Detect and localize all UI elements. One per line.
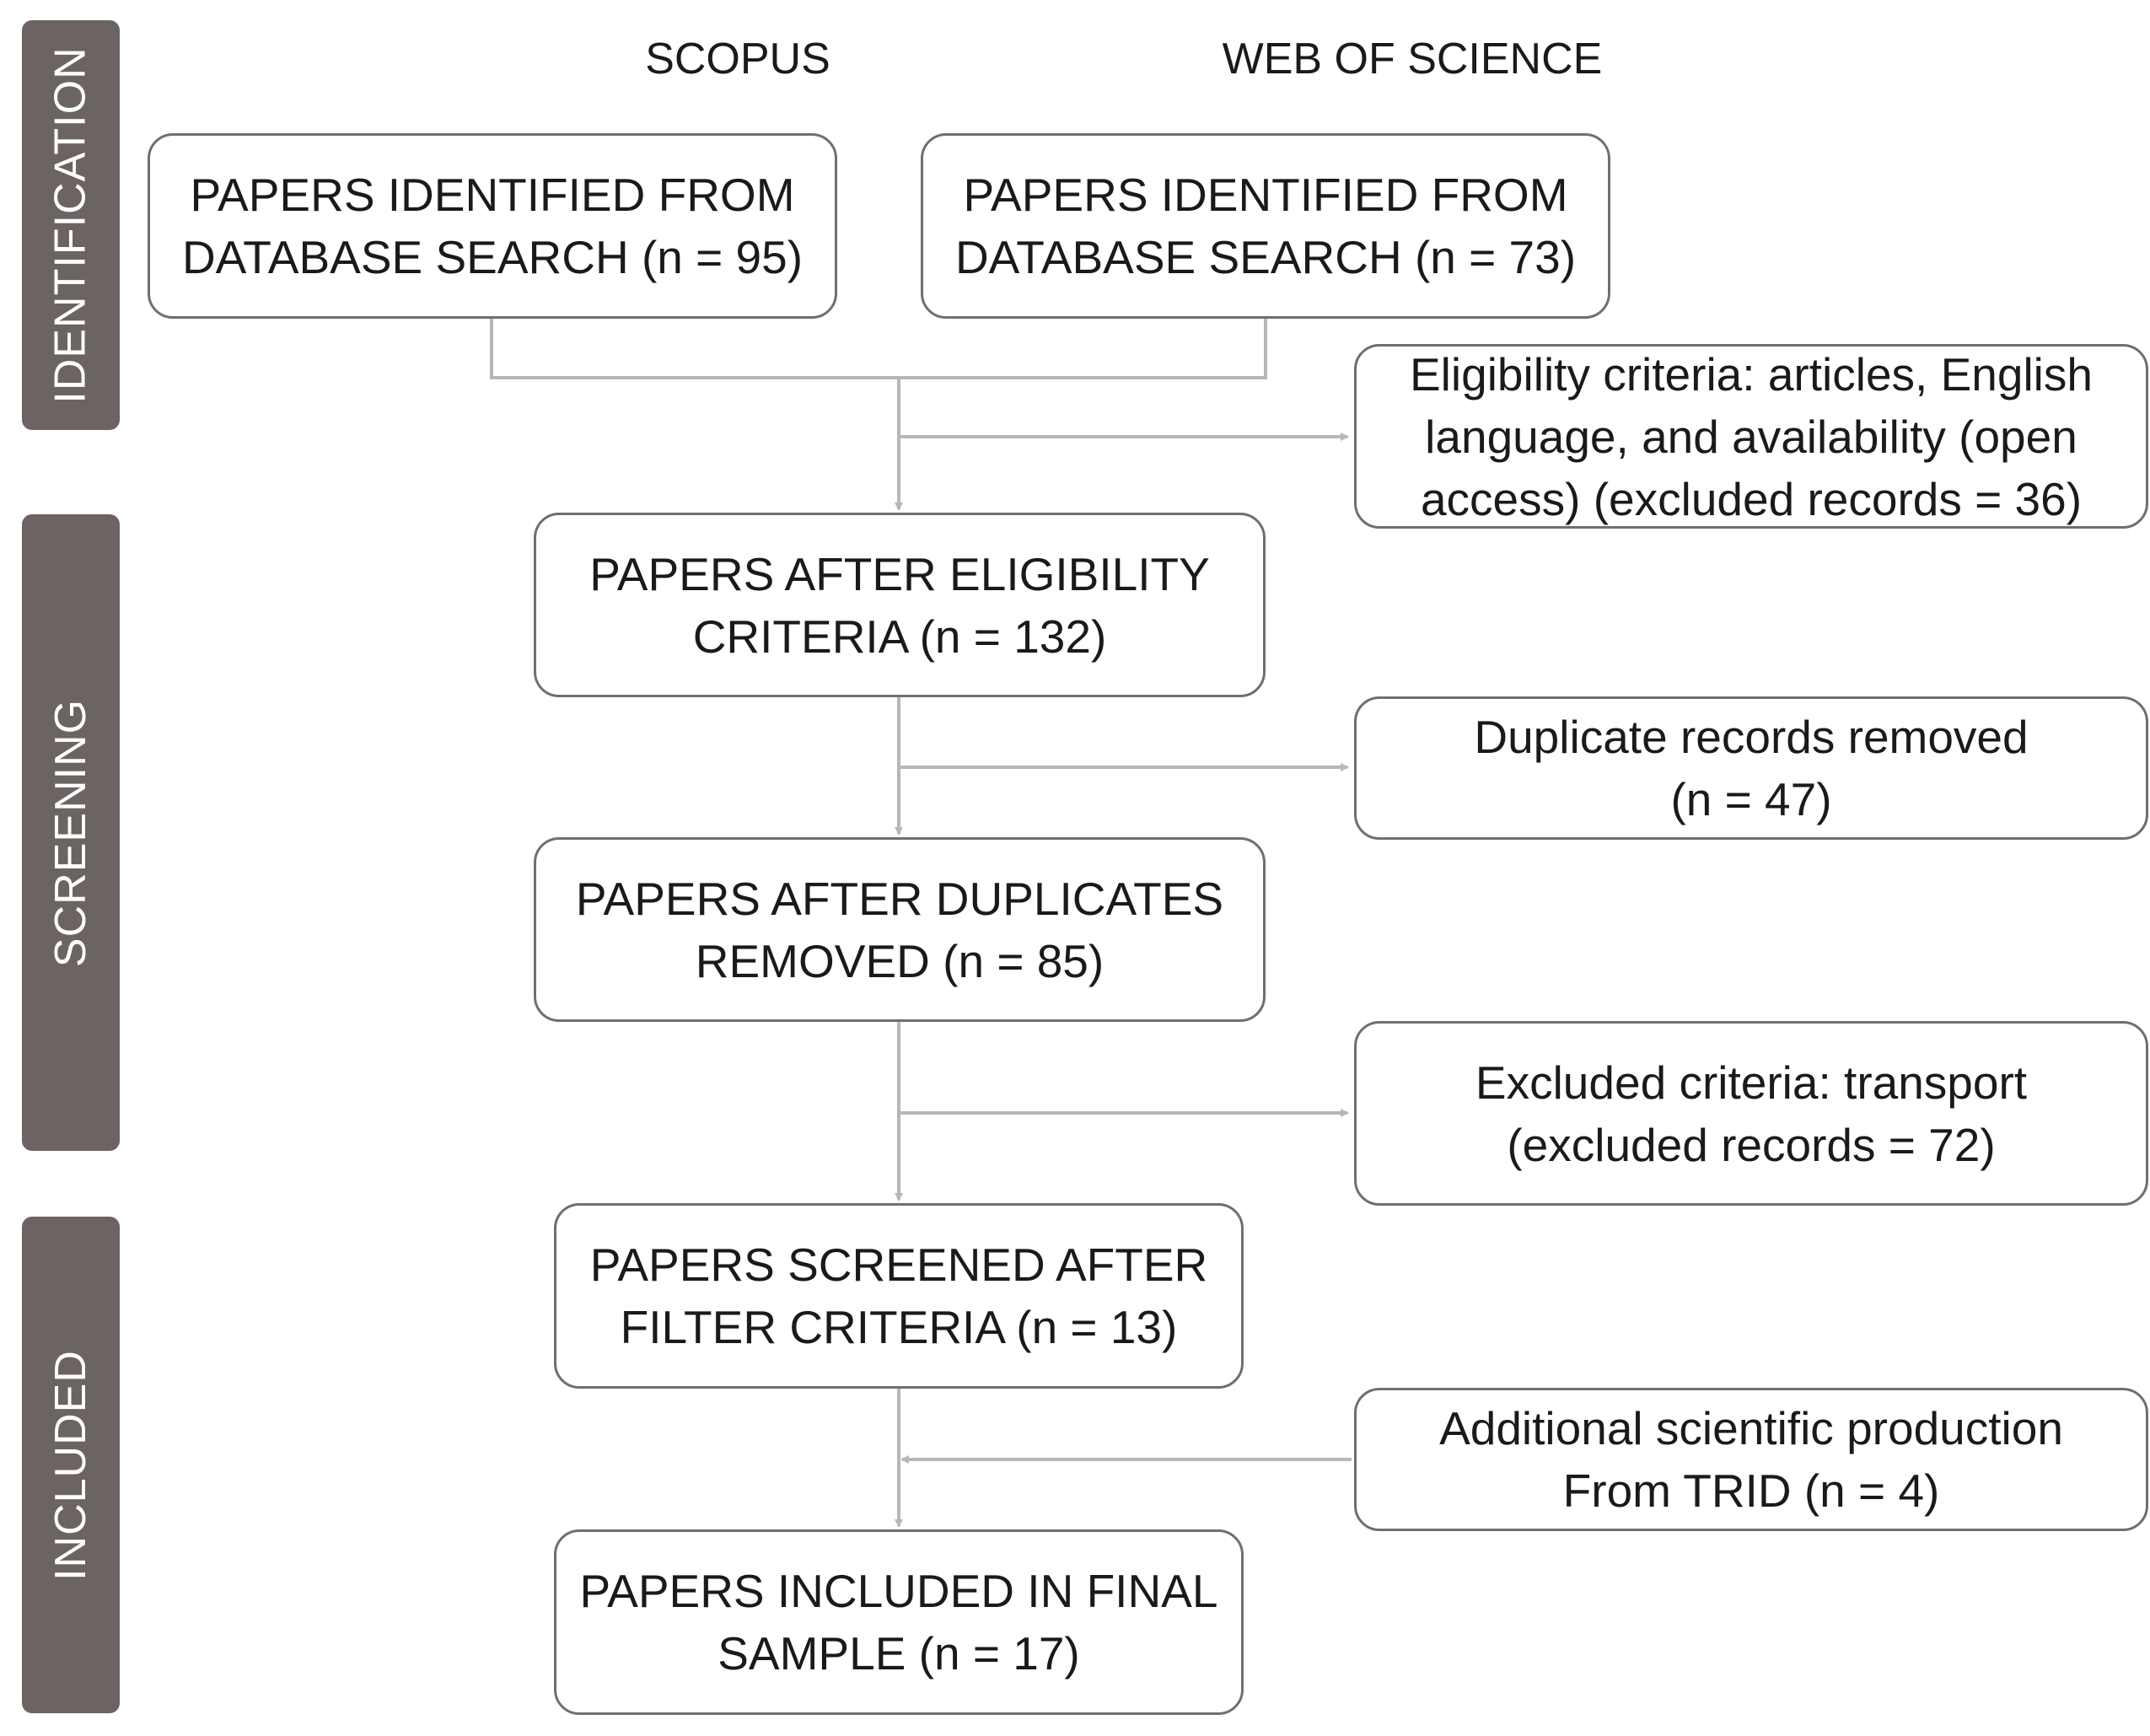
box-final-sample: PAPERS INCLUDED IN FINAL SAMPLE (n = 17) — [554, 1529, 1244, 1715]
box-scopus-papers-text: PAPERS IDENTIFIED FROM DATABASE SEARCH (… — [181, 169, 804, 283]
box-eligibility-criteria-text: Eligibility criteria: articles, English … — [1410, 347, 2093, 525]
source-scopus-label: SCOPUS — [645, 35, 830, 83]
box-final-sample-text: PAPERS INCLUDED IN FINAL SAMPLE (n = 17) — [579, 1565, 1218, 1680]
box-after-duplicates: PAPERS AFTER DUPLICATES REMOVED (n = 85) — [534, 837, 1266, 1022]
box-screened-filter: PAPERS SCREENED AFTER FILTER CRITERIA (n… — [554, 1203, 1244, 1389]
phase-screening: SCREENING — [22, 514, 120, 1151]
box-screened-filter-text: PAPERS SCREENED AFTER FILTER CRITERIA (n… — [589, 1239, 1208, 1353]
phase-included: INCLUDED — [22, 1217, 120, 1713]
box-after-eligibility-text: PAPERS AFTER ELIGIBILITY CRITERIA (n = 1… — [589, 547, 1210, 663]
box-eligibility-criteria: Eligibility criteria: articles, English … — [1354, 344, 2148, 529]
phase-identification: IDENTIFICATION — [22, 20, 120, 430]
box-wos-papers: PAPERS IDENTIFIED FROM DATABASE SEARCH (… — [921, 133, 1610, 319]
box-excluded-criteria: Excluded criteria: transport (excluded r… — [1354, 1021, 2148, 1206]
box-wos-papers-text: PAPERS IDENTIFIED FROM DATABASE SEARCH (… — [954, 169, 1577, 283]
box-duplicates-removed-text: Duplicate records removed (n = 47) — [1474, 711, 2029, 825]
phase-included-label: INCLUDED — [46, 1349, 96, 1581]
phase-screening-label: SCREENING — [46, 698, 95, 967]
box-scopus-papers: PAPERS IDENTIFIED FROM DATABASE SEARCH (… — [148, 133, 837, 319]
box-after-duplicates-text: PAPERS AFTER DUPLICATES REMOVED (n = 85) — [575, 872, 1224, 987]
box-duplicates-removed: Duplicate records removed (n = 47) — [1354, 696, 2148, 840]
phase-identification-label: IDENTIFICATION — [46, 46, 95, 404]
source-wos-label: WEB OF SCIENCE — [1222, 35, 1603, 83]
box-additional-trid: Additional scientific production From TR… — [1354, 1388, 2148, 1531]
box-excluded-criteria-text: Excluded criteria: transport (excluded r… — [1475, 1056, 2028, 1171]
box-additional-trid-text: Additional scientific production From TR… — [1439, 1402, 2063, 1517]
box-after-eligibility: PAPERS AFTER ELIGIBILITY CRITERIA (n = 1… — [534, 513, 1266, 697]
merge-connector — [490, 319, 1267, 379]
